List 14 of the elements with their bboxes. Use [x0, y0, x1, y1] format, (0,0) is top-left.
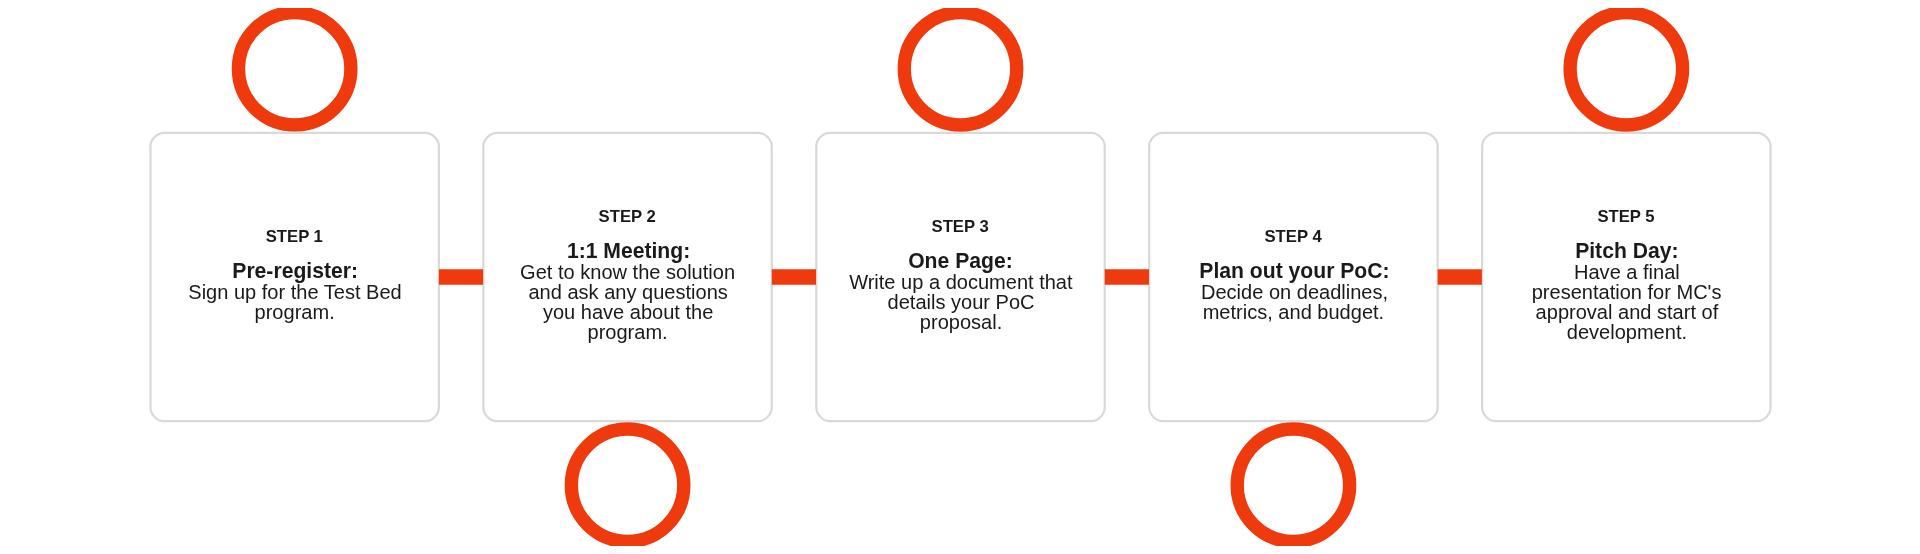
node-circle: [231, 8, 358, 132]
node-box: STEP 4 Plan out your PoC: Decide on deadlines, metrics, and budget.: [1147, 131, 1439, 423]
node-box: STEP 2 1:1 Meeting: Get to know the solution and ask any questions you have about the program.: [481, 131, 773, 423]
node-box: STEP 1 Pre-register: Sign up for the Test Bed program.: [148, 131, 440, 423]
node-box: STEP 5 Pitch Day: Have a final presentation for MC's approval and start of development.: [1480, 131, 1772, 423]
node-box: STEP 3 One Page: Write up a document that details your PoC proposal.: [814, 131, 1106, 423]
connector: [1104, 269, 1149, 285]
connector: [771, 269, 816, 285]
node-circle: [564, 422, 690, 546]
connector: [438, 269, 483, 285]
connector: [1437, 269, 1482, 285]
node-circle: [1230, 422, 1356, 546]
node-circle: [897, 8, 1023, 132]
node-circle: [1562, 8, 1689, 132]
